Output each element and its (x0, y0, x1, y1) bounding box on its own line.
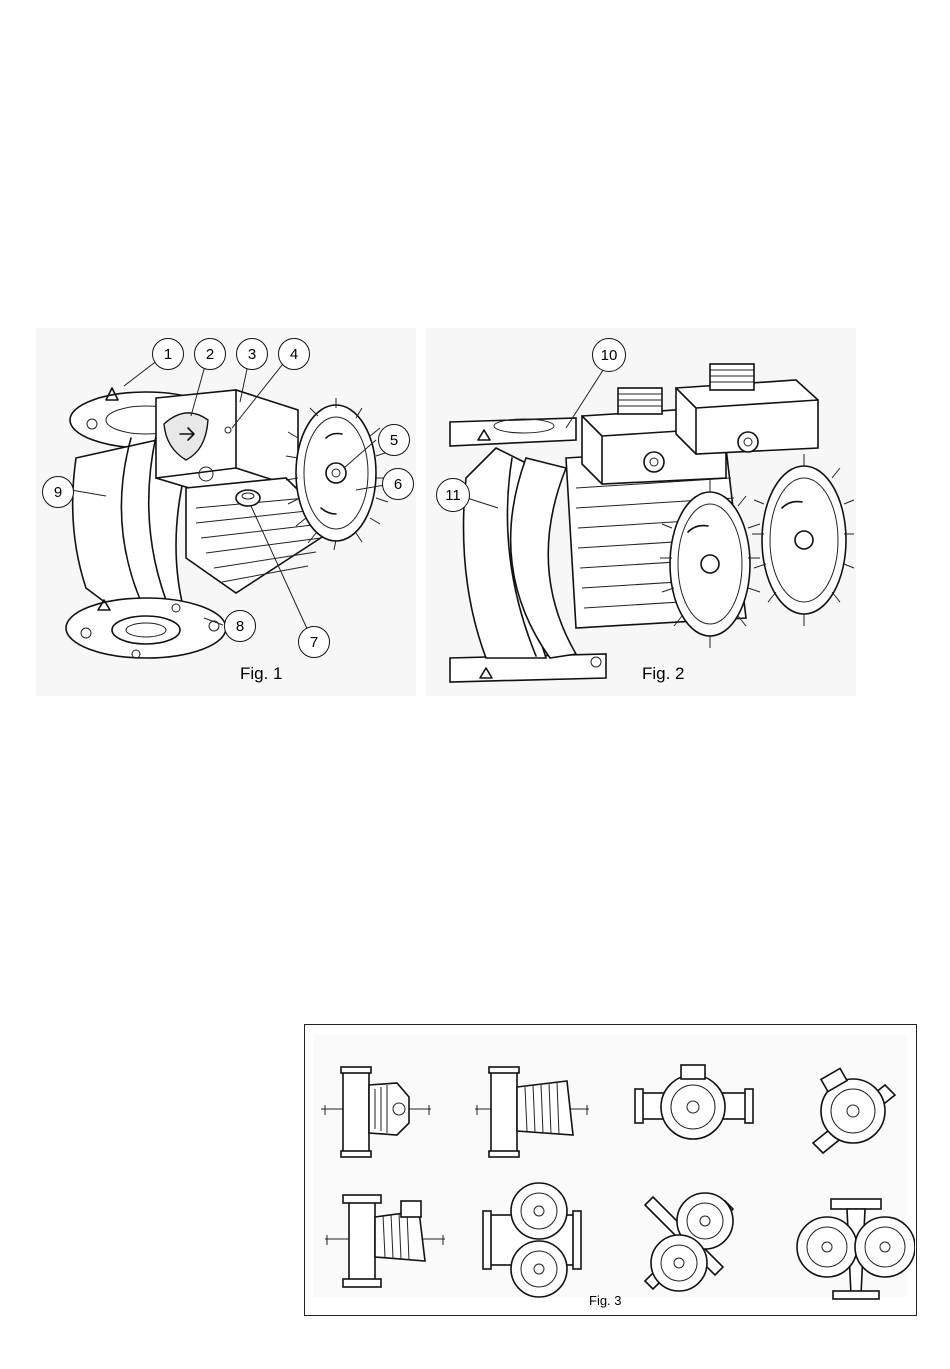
callout-3: 3 (236, 338, 268, 370)
pump-twin-drawing (426, 328, 856, 696)
callout-1: 1 (152, 338, 184, 370)
callout-2: 2 (194, 338, 226, 370)
callout-5: 5 (378, 424, 410, 456)
callout-4-label: 4 (290, 346, 298, 363)
callout-5-label: 5 (390, 432, 398, 449)
callout-9-label: 9 (54, 484, 62, 501)
figure-2: 10 11 Fig. 2 (426, 328, 856, 696)
pump-single-drawing (36, 328, 416, 696)
callout-11-label: 11 (445, 487, 461, 504)
figure-1: 1 2 3 4 5 6 7 8 9 Fig. 1 (36, 328, 416, 696)
callout-10-label: 10 (601, 347, 618, 364)
figure-3: Fig. 3 (304, 1024, 917, 1316)
callout-3-label: 3 (248, 346, 256, 363)
callout-8-label: 8 (236, 618, 244, 635)
callout-4: 4 (278, 338, 310, 370)
callout-10: 10 (592, 338, 626, 372)
callout-11: 11 (436, 478, 470, 512)
callout-6: 6 (382, 468, 414, 500)
callout-1-label: 1 (164, 346, 172, 363)
callout-9: 9 (42, 476, 74, 508)
figure-1-caption: Fig. 1 (240, 664, 283, 684)
figure-3-caption: Fig. 3 (589, 1293, 622, 1308)
callout-6-label: 6 (394, 476, 402, 493)
callout-7: 7 (298, 626, 330, 658)
callout-7-label: 7 (310, 634, 318, 651)
installation-positions-drawing (305, 1025, 915, 1314)
callout-2-label: 2 (206, 346, 214, 363)
callout-8: 8 (224, 610, 256, 642)
figure-2-caption: Fig. 2 (642, 664, 685, 684)
